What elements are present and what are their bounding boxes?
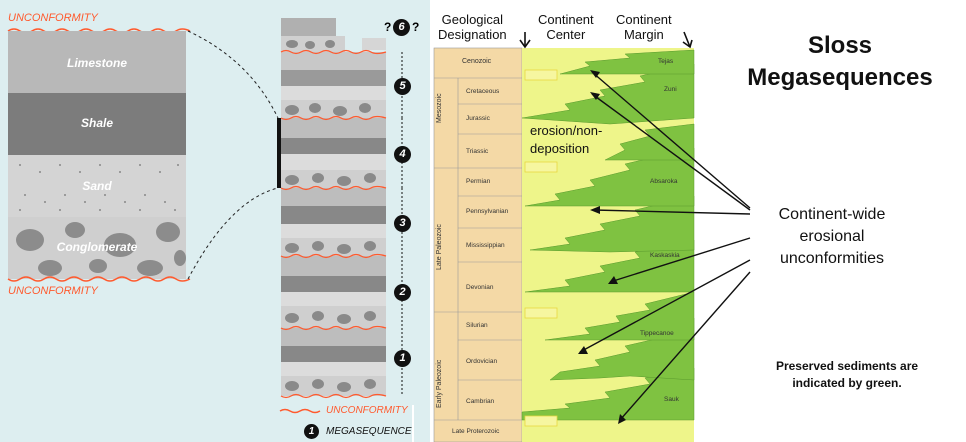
designation-column (433, 47, 523, 442)
period-cambrian: Cambrian (466, 398, 495, 405)
stratigraphic-column (277, 18, 403, 399)
sand-label: Sand (82, 179, 112, 193)
question-mark-right: ? (412, 20, 420, 34)
megasequence-column-panel: UNCONFORMITY Limestone Shale Sand Conglo… (0, 0, 430, 442)
sloss-chart-panel: Geological Designation Continent Center … (430, 0, 966, 442)
megasequence-badge-4: 4 (394, 146, 411, 163)
sequence-tippecanoe: Tippecanoe (640, 330, 674, 337)
sequence-absaroka: Absaroka (650, 178, 678, 185)
period-triassic: Triassic (466, 148, 489, 155)
limestone-layer (8, 31, 186, 93)
megasequence-badge-6: 6 (393, 19, 410, 36)
sequence-kaskaskia: Kaskaskia (650, 252, 680, 259)
sand-layer (8, 155, 186, 217)
sand-texture (19, 164, 179, 211)
connector-bottom (187, 187, 279, 280)
late-proterozoic-label: Late Proterozoic (452, 428, 500, 435)
title-line2: Megasequences (747, 64, 933, 91)
period-mississippian: Mississippian (466, 242, 505, 249)
preserved-note: Preserved sediments are indicated by gre… (775, 359, 919, 390)
period-ordovician: Ordovician (466, 358, 498, 365)
sequence-tejas: Tejas (658, 58, 674, 65)
megasequence-badge-2: 2 (394, 284, 411, 301)
sloss-chart-graphics (433, 31, 751, 442)
megasequence-badge-5: 5 (394, 78, 411, 95)
era-late-paleozoic: Late Paleozoic (436, 224, 443, 270)
unconformity-label-bottom: UNCONFORMITY (8, 285, 98, 297)
legend-unconformity-text: UNCONFORMITY (326, 405, 408, 416)
title-line1: Sloss (807, 32, 873, 59)
shale-layer (8, 93, 186, 155)
connector-top (187, 30, 279, 119)
question-mark-left: ? (384, 20, 392, 34)
legend-unconformity-line (279, 408, 321, 414)
megasequence-badge-1: 1 (394, 350, 411, 367)
legend-megasequence-badge: 1 (304, 424, 319, 439)
unconformities-label: Continent-wide erosional unconformities (778, 206, 886, 267)
header-center: Continent Center (538, 12, 594, 42)
legend-megasequence-text: MEGASEQUENCE (326, 426, 412, 437)
period-permian: Permian (466, 178, 491, 185)
preserved-sediment-wedges (521, 49, 695, 421)
period-silurian: Silurian (466, 322, 488, 329)
unconformity-label-top: UNCONFORMITY (8, 12, 98, 24)
unconformity-arrows (579, 71, 751, 421)
megasequence-badge-3: 3 (394, 215, 411, 232)
column-graphics (7, 18, 414, 442)
cenozoic-label: Cenozoic (462, 58, 492, 65)
conglomerate-texture (16, 222, 186, 276)
header-arrows (519, 31, 693, 49)
period-jurassic: Jurassic (466, 115, 490, 122)
shale-label: Shale (80, 116, 113, 130)
header-designation: Geological Designation (438, 12, 507, 42)
period-devonian: Devonian (466, 284, 494, 291)
limestone-label: Limestone (66, 56, 127, 70)
era-mesozoic: Mesozoic (436, 93, 443, 123)
era-early-paleozoic: Early Paleozoic (436, 359, 443, 408)
erosion-label: erosion/non- deposition (530, 123, 603, 156)
header-margin: Continent Margin (616, 12, 672, 42)
conglomerate-label: Conglomerate (56, 240, 138, 254)
period-cretaceous: Cretaceous (466, 88, 500, 95)
period-pennsylvanian: Pennsylvanian (466, 208, 509, 215)
sequence-zuni: Zuni (664, 86, 677, 93)
unconformity-line-bottom (7, 276, 191, 282)
sequence-sauk: Sauk (664, 396, 679, 403)
